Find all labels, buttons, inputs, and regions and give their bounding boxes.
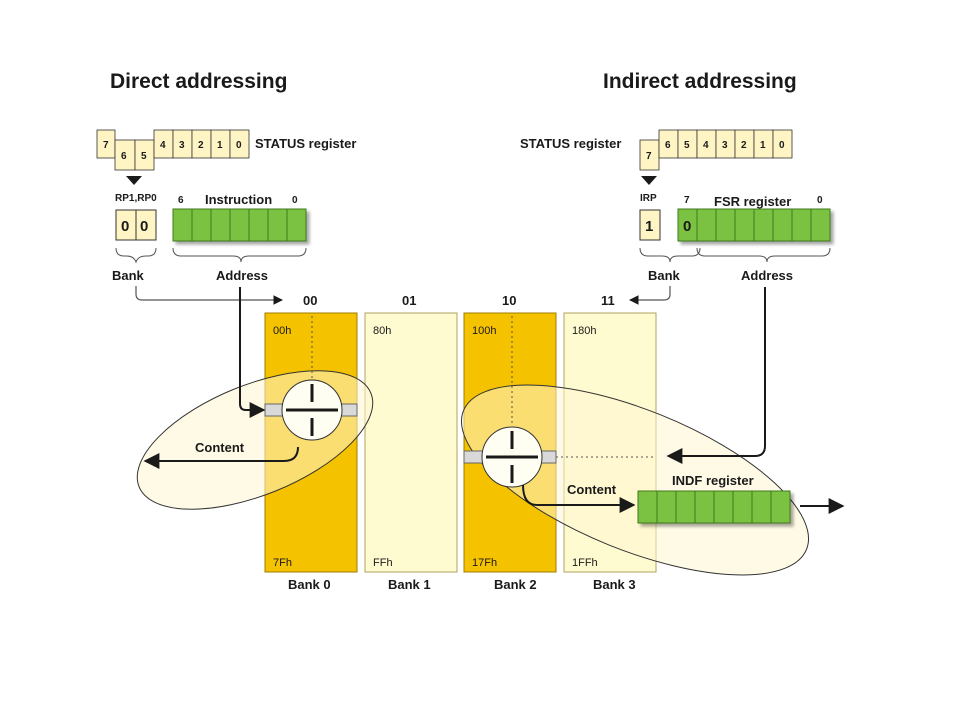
bank-end-address: 17Fh xyxy=(472,557,497,569)
rp-bits: 0 0 xyxy=(115,209,157,241)
direct-status-label: STATUS register xyxy=(255,136,356,151)
direct-status-register: 7 6 5 4 3 2 1 0 xyxy=(96,129,250,171)
direct-content-label: Content xyxy=(195,440,245,455)
indirect-content-arrow xyxy=(522,484,636,513)
bank-name: Bank 3 xyxy=(593,577,636,592)
direct-title: Direct addressing xyxy=(110,70,287,93)
bank-code: 11 xyxy=(601,293,615,308)
bank-code: 10 xyxy=(502,293,516,308)
indirect-bank-label: Bank xyxy=(648,268,681,283)
bank-code: 00 xyxy=(303,293,317,308)
indirect-status-bit: 5 xyxy=(684,140,690,151)
instruction-bit-hi: 6 xyxy=(178,195,184,206)
direct-status-bit: 0 xyxy=(236,140,242,151)
indirect-status-bit: 2 xyxy=(741,140,747,151)
instruction-label: Instruction xyxy=(205,192,272,207)
indirect-bank-arrow xyxy=(629,286,671,305)
bank-end-address: 1FFh xyxy=(572,557,598,569)
irp-down-arrow-icon xyxy=(641,176,657,185)
direct-status-bit: 4 xyxy=(160,140,166,151)
bank-name: Bank 2 xyxy=(494,577,537,592)
indirect-status-bit: 1 xyxy=(760,140,766,151)
indf-label: INDF register xyxy=(672,473,754,488)
bank-start-address: 180h xyxy=(572,325,596,337)
bank-1-column xyxy=(364,312,458,573)
rp-label: RP1,RP0 xyxy=(115,193,157,204)
direct-address-brace xyxy=(172,247,307,263)
irp-label: IRP xyxy=(640,193,657,204)
direct-status-bit: 1 xyxy=(217,140,223,151)
rp0-value: 0 xyxy=(140,218,148,235)
irp-bit: 1 xyxy=(639,209,661,241)
indirect-content-label: Content xyxy=(567,482,617,497)
bank-name: Bank 1 xyxy=(388,577,431,592)
direct-address-label: Address xyxy=(216,268,268,283)
direct-crosshair-icon xyxy=(264,379,358,441)
instruction-bit-lo: 0 xyxy=(292,195,298,206)
bank-end-address: FFh xyxy=(373,557,393,569)
indirect-crosshair-icon xyxy=(463,426,557,488)
bank-end-address: 7Fh xyxy=(273,557,292,569)
direct-status-bit: 7 xyxy=(103,140,109,151)
fsr-label: FSR register xyxy=(714,194,791,209)
fsr-first-bit: 0 xyxy=(683,218,691,235)
indirect-highlight-ellipse xyxy=(460,384,810,576)
rp-down-arrow-icon xyxy=(126,176,142,185)
direct-status-bit: 2 xyxy=(198,140,204,151)
irp-value: 1 xyxy=(645,218,653,235)
indirect-title: Indirect addressing xyxy=(603,70,797,93)
indirect-status-bit: 0 xyxy=(779,140,785,151)
instruction-register xyxy=(172,208,307,242)
direct-status-bit: 3 xyxy=(179,140,185,151)
fsr-bit-lo: 0 xyxy=(817,195,823,206)
indirect-address-arrow xyxy=(666,287,766,464)
indirect-address-brace xyxy=(696,247,831,263)
indirect-address-label: Address xyxy=(741,268,793,283)
bank-start-address: 100h xyxy=(472,325,496,337)
bank-start-address: 00h xyxy=(273,325,291,337)
indirect-bank-brace xyxy=(639,247,701,263)
direct-bank-brace xyxy=(115,247,157,264)
rp1-value: 0 xyxy=(121,218,129,235)
indirect-status-label: STATUS register xyxy=(520,136,621,151)
indirect-status-bit: 7 xyxy=(646,151,652,162)
direct-status-bit: 5 xyxy=(141,151,147,162)
direct-bank-label: Bank xyxy=(112,268,145,283)
indirect-status-bit: 4 xyxy=(703,140,709,151)
bank-code: 01 xyxy=(402,293,416,308)
indirect-status-register: 7 6 5 4 3 2 1 0 xyxy=(639,129,793,171)
direct-status-bit: 6 xyxy=(121,151,127,162)
indirect-status-bit: 6 xyxy=(665,140,671,151)
direct-bank-arrow xyxy=(135,286,283,305)
direct-content-arrow xyxy=(143,446,299,469)
direct-address-arrow xyxy=(239,287,266,418)
bank-name: Bank 0 xyxy=(288,577,331,592)
indirect-status-bit: 3 xyxy=(722,140,728,151)
fsr-bit-hi: 7 xyxy=(684,195,690,206)
bank-start-address: 80h xyxy=(373,325,391,337)
